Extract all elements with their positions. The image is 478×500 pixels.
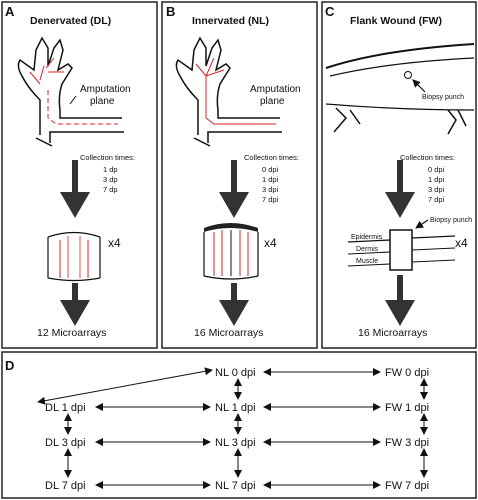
panel-a-title: Denervated (DL)	[30, 15, 111, 27]
node-fw-3: FW 3 dpi	[385, 437, 429, 449]
tissue-cylinder-a	[47, 231, 101, 282]
panel-b: B Innervated (NL) Amputation plane Colle…	[161, 1, 318, 349]
panel-c-time-1: 1 dpi	[428, 175, 445, 184]
panel-c-letter: C	[325, 4, 335, 19]
panel-a-down-arrow-1	[60, 160, 90, 218]
panel-a: A Denervated (DL) Amputation plane Colle…	[1, 1, 158, 349]
node-nl-3: NL 3 dpi	[215, 437, 256, 449]
panel-c-collection-heading: Collection times:	[400, 153, 455, 162]
panel-c-layer-muscle: Muscle	[356, 258, 378, 265]
panel-c-time-0: 0 dpi	[428, 165, 445, 174]
panel-b-time-2: 3 dpi	[262, 185, 279, 194]
panel-d-letter: D	[5, 358, 14, 373]
node-fw-0: FW 0 dpi	[385, 367, 429, 379]
panel-d-border	[1, 351, 477, 499]
panel-a-collection-heading: Collection times:	[80, 153, 135, 162]
panel-c-down-arrow-1	[385, 160, 415, 218]
limb-drawing-b	[175, 36, 282, 147]
panel-b-letter: B	[166, 4, 175, 19]
panel-b-time-1: 1 dpi	[262, 175, 279, 184]
panel-a-letter: A	[5, 4, 15, 19]
panel-d: D NL 0 dpi FW 0 dpi DL 1 dpi NL 1 dpi FW…	[1, 351, 477, 499]
node-fw-1: FW 1 dpi	[385, 402, 429, 414]
panel-a-border	[1, 1, 158, 349]
node-dl-7: DL 7 dpi	[45, 480, 86, 492]
panel-a-time-1: 3 dp	[103, 175, 118, 184]
panel-a-down-arrow-2	[60, 283, 90, 326]
panel-b-time-0: 0 dpi	[262, 165, 279, 174]
panel-b-multiplier: x4	[264, 236, 277, 250]
node-dl-1: DL 1 dpi	[45, 402, 86, 414]
panel-c-time-2: 3 dpi	[428, 185, 445, 194]
panel-b-down-arrow-1	[219, 160, 249, 218]
panel-b-border	[161, 1, 318, 349]
panel-b-result: 16 Microarrays	[194, 327, 263, 339]
panel-a-result: 12 Microarrays	[37, 327, 106, 339]
tissue-cylinder-b	[203, 223, 259, 280]
panel-c: C Flank Wound (FW) Biopsy punch Collecti…	[321, 1, 477, 349]
panel-c-biopsy-label-2: Biopsy punch	[430, 217, 472, 224]
panel-c-multiplier: x4	[455, 236, 468, 250]
panel-b-plane-label-2: plane	[260, 96, 285, 107]
panel-c-title: Flank Wound (FW)	[350, 15, 442, 27]
panel-b-down-arrow-2	[219, 283, 249, 326]
panel-b-collection-heading: Collection times:	[244, 153, 299, 162]
panel-a-time-2: 7 dp	[103, 185, 118, 194]
comparison-arrows	[37, 367, 428, 489]
panel-c-time-3: 7 dpi	[428, 195, 445, 204]
panel-c-biopsy-label: Biopsy punch	[422, 94, 464, 101]
node-nl-7: NL 7 dpi	[215, 480, 256, 492]
panel-c-result: 16 Microarrays	[358, 327, 427, 339]
panel-c-down-arrow-2	[385, 275, 415, 326]
panel-a-plane-label-1: Amputation	[80, 84, 131, 95]
panel-b-time-3: 7 dpi	[262, 195, 279, 204]
node-nl-0: NL 0 dpi	[215, 367, 256, 379]
panel-b-title: Innervated (NL)	[192, 15, 269, 27]
panel-c-layer-dermis: Dermis	[356, 246, 379, 253]
node-dl-3: DL 3 dpi	[45, 437, 86, 449]
skin-biopsy-section	[347, 229, 456, 271]
panel-a-time-0: 1 dp	[103, 165, 118, 174]
panel-c-border	[321, 1, 477, 349]
panel-a-plane-label-2: plane	[90, 96, 115, 107]
flank-body-drawing	[325, 43, 475, 135]
panel-c-layer-epidermis: Epidermis	[351, 234, 383, 241]
limb-drawing-a	[17, 36, 124, 147]
panel-b-plane-label-1: Amputation	[250, 84, 301, 95]
arrow-nl0-dl1	[37, 367, 213, 405]
node-nl-1: NL 1 dpi	[215, 402, 256, 414]
panel-a-multiplier: x4	[108, 236, 121, 250]
node-fw-7: FW 7 dpi	[385, 480, 429, 492]
